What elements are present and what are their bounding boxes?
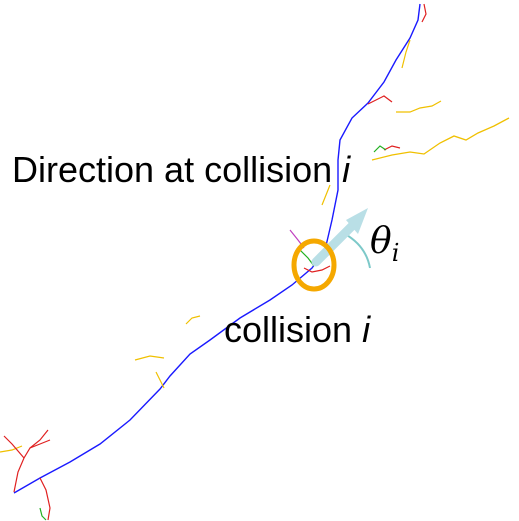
collision-label-text: collision (224, 309, 362, 350)
secondary-track-yellow-4 (135, 356, 164, 360)
direction-arrow (316, 208, 368, 262)
secondary-track-red-7 (422, 4, 426, 22)
secondary-track-green-3 (374, 146, 386, 152)
secondary-track-red-8 (384, 146, 400, 150)
main-track (14, 4, 420, 493)
direction-label: Direction at collision i (12, 149, 350, 191)
direction-label-index: i (342, 149, 350, 190)
theta-label: θi (370, 221, 399, 267)
secondary-track-yellow-2 (396, 101, 441, 112)
secondary-track-yellow-6 (156, 372, 164, 388)
collision-label-index: i (362, 309, 370, 350)
secondary-track-yellow-5 (186, 316, 200, 324)
secondary-track-red-1 (14, 440, 50, 492)
theta-index: i (392, 239, 400, 267)
direction-label-text: Direction at collision (12, 149, 342, 190)
secondary-track-red-4 (30, 430, 48, 448)
secondary-track-green-2 (40, 508, 46, 520)
theta-symbol: θ (370, 221, 392, 262)
collision-label: collision i (224, 309, 370, 351)
angle-arc (345, 234, 370, 268)
secondary-track-yellow (372, 118, 509, 160)
